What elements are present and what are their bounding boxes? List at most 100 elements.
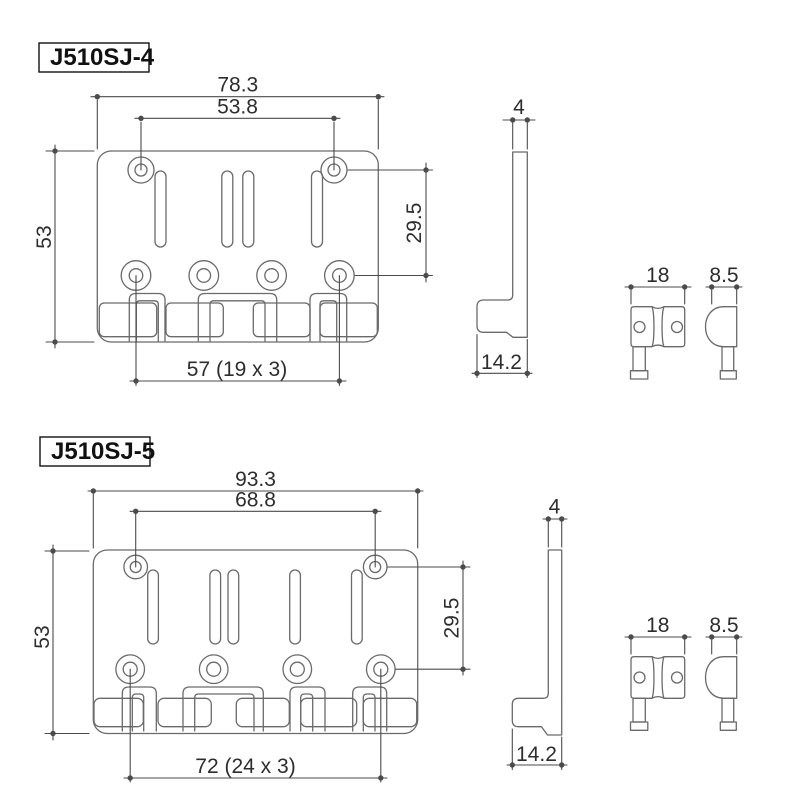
saddle-block — [93, 697, 144, 728]
saddle-front-outline — [630, 306, 686, 348]
part-label-box — [39, 436, 151, 467]
intonation-channels — [128, 292, 348, 342]
dim-overall-width: 93.3 — [87, 468, 424, 549]
dim-saddle-span: 72 (24 x 3) — [123, 668, 388, 783]
dim-saddle-span: 57 (19 x 3) — [129, 274, 347, 387]
dim-plate-thickness: 4 — [502, 96, 536, 150]
saddle-blocks — [98, 302, 378, 338]
intonation-channel — [182, 686, 264, 732]
dim-hole-drop: 29.5 — [386, 560, 471, 676]
side-profile-outline — [476, 151, 528, 338]
bridge-side-view: 4 14.2 — [471, 96, 536, 379]
dim-plate-thickness: 4 — [542, 496, 568, 548]
dim-hole-span: 68.8 — [129, 489, 382, 568]
intonation-screw-head — [719, 721, 737, 731]
intonation-channel — [289, 686, 326, 732]
intonation-screw-head — [629, 721, 649, 731]
dim-overall-width: 78.3 — [90, 74, 385, 150]
part-label: J510SJ-5 — [39, 436, 155, 467]
string-slot — [147, 569, 160, 645]
dim-text: 78.3 — [217, 74, 258, 97]
dim-text: 18 — [646, 264, 669, 287]
string-slot — [154, 170, 167, 248]
dim-text: 8.5 — [709, 264, 738, 287]
dim-base-depth: 14.2 — [471, 333, 533, 379]
string-slots — [147, 569, 363, 645]
side-profile-outline — [511, 549, 563, 736]
section-j510sj-4: J510SJ-4 — [33, 42, 743, 387]
height-screw-hole — [633, 671, 646, 684]
dim-text: 14.2 — [516, 743, 557, 766]
string-slot — [227, 569, 240, 645]
dim-text: 14.2 — [481, 351, 522, 374]
dim-plate-height: 53 — [31, 544, 90, 741]
saddle-block — [165, 302, 224, 338]
plate-outline — [92, 549, 419, 735]
dim-text: 29.5 — [403, 203, 426, 244]
saddle-screw-grommets — [115, 654, 396, 685]
dim-text: 4 — [513, 96, 525, 119]
height-screw-hole — [633, 320, 646, 334]
string-slot — [221, 170, 234, 248]
plate-outline — [96, 150, 379, 343]
height-screw-hole — [670, 320, 684, 334]
saddle-side-view: 8.5 — [704, 614, 743, 731]
height-screw-hole — [670, 671, 684, 684]
string-slot — [310, 170, 324, 248]
string-slot — [209, 569, 222, 645]
string-slot — [350, 569, 363, 645]
intonation-screw-shaft — [721, 346, 735, 372]
saddle-side-view: 8.5 — [704, 264, 743, 380]
saddle-block — [98, 302, 158, 338]
dim-text: 93.3 — [235, 468, 276, 491]
dim-text: 53 — [31, 625, 54, 648]
dim-hole-span: 53.8 — [134, 96, 341, 171]
saddle-block — [300, 697, 358, 728]
dim-text: 53.8 — [217, 96, 258, 119]
intonation-screw-head — [719, 370, 737, 380]
intonation-channels — [121, 686, 388, 732]
dim-text: 53 — [33, 225, 56, 248]
dim-base-depth: 14.2 — [506, 728, 568, 771]
saddle-blocks — [93, 697, 418, 728]
saddle-block — [362, 697, 418, 728]
dim-text: 4 — [549, 496, 561, 519]
dim-saddle-depth: 8.5 — [705, 614, 743, 655]
bridge-plate-top-view — [92, 549, 419, 735]
intonation-channel — [121, 686, 157, 732]
string-slots — [154, 170, 324, 248]
saddle-block — [252, 302, 311, 338]
dim-text: 18 — [646, 614, 669, 637]
intonation-channel — [352, 686, 388, 732]
string-slot — [242, 170, 255, 248]
saddle-side-outline — [704, 656, 738, 699]
part-label: J510SJ-4 — [38, 42, 155, 73]
dim-hole-drop: 29.5 — [347, 162, 434, 283]
part-label-text: J510SJ-4 — [50, 44, 155, 71]
saddle-front-view: 18 — [624, 264, 692, 380]
dim-text: 72 (24 x 3) — [195, 755, 295, 778]
dim-text: 29.5 — [441, 598, 464, 639]
dim-saddle-width: 18 — [624, 614, 692, 655]
intonation-channel — [309, 292, 348, 342]
saddle-front-view: 18 — [624, 614, 692, 731]
intonation-channel — [197, 292, 278, 342]
dim-text: 8.5 — [709, 614, 738, 637]
intonation-screw-head — [629, 370, 649, 380]
saddle-screw-grommets — [120, 260, 355, 291]
saddle-block — [235, 697, 290, 728]
intonation-screw-shaft — [632, 346, 646, 372]
dim-saddle-width: 18 — [624, 264, 692, 305]
dim-text: 68.8 — [235, 489, 276, 512]
part-label-text: J510SJ-5 — [51, 438, 155, 465]
bridge-plate-top-view — [96, 150, 379, 343]
saddle-block — [157, 697, 212, 728]
bridge-side-view: 4 14.2 — [506, 496, 568, 771]
dim-text: 57 (19 x 3) — [187, 358, 287, 381]
dim-saddle-depth: 8.5 — [705, 264, 743, 305]
intonation-screw-shaft — [632, 697, 646, 723]
part-label-box — [38, 42, 150, 73]
saddle-side-outline — [704, 306, 738, 348]
